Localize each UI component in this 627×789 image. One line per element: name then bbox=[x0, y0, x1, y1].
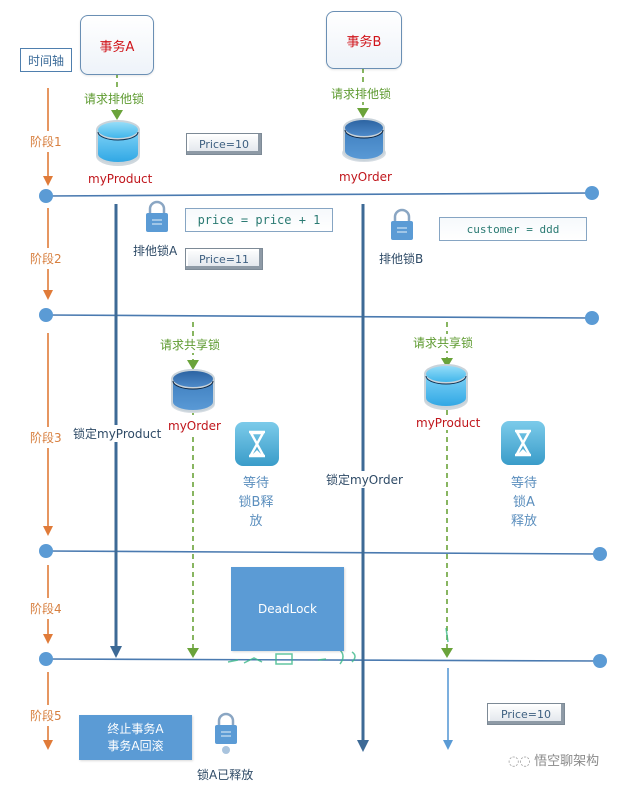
boundary-dot bbox=[585, 311, 599, 325]
price-badge-stage2: Price=11 bbox=[185, 248, 263, 270]
myorder-target-label: myOrder bbox=[168, 419, 221, 433]
boundary-dot bbox=[39, 544, 53, 558]
stage-label-2: 阶段2 bbox=[30, 248, 62, 269]
transaction-a-box: 事务A bbox=[80, 15, 154, 75]
stage-label-3: 阶段3 bbox=[30, 427, 62, 448]
boundary-dots bbox=[39, 186, 607, 668]
myorder-label: myOrder bbox=[339, 170, 392, 184]
a-request-shared-label: 请求共享锁 bbox=[160, 336, 221, 353]
boundary-dot bbox=[593, 654, 607, 668]
myproduct-target-label: myProduct bbox=[416, 416, 481, 430]
wait-text-a: 等待 锁B释 放 bbox=[238, 476, 274, 529]
transaction-a-label: 事务A bbox=[99, 39, 135, 55]
transaction-b-label: 事务B bbox=[346, 34, 382, 50]
hourglass-icon-a bbox=[235, 422, 279, 466]
deadlock-label: DeadLock bbox=[258, 602, 317, 616]
timeline-arrowhead bbox=[43, 526, 53, 536]
abort-line-2: 事务A回滚 bbox=[107, 738, 164, 753]
lock-a-icon bbox=[146, 200, 168, 232]
stage-label-4: 阶段4 bbox=[30, 598, 62, 619]
wechat-icon: ◌◌ bbox=[508, 754, 531, 769]
lock-released-label: 锁A已释放 bbox=[197, 768, 254, 782]
watermark-text: 悟空聊架构 bbox=[534, 754, 600, 769]
wait-text-b: 等待 锁A 释放 bbox=[510, 476, 537, 529]
boundary-dot bbox=[39, 652, 53, 666]
code-box-a: price = price + 1 bbox=[185, 208, 333, 232]
boundary-line-2 bbox=[45, 314, 593, 319]
deadlock-box: DeadLock bbox=[231, 567, 344, 651]
exclusive-lock-b-label: 排他锁B bbox=[379, 252, 424, 266]
stage-label-1: 阶段1 bbox=[30, 131, 62, 152]
lock-b-icon bbox=[391, 208, 413, 240]
boundary-line-1 bbox=[45, 192, 593, 197]
boundary-dot bbox=[585, 186, 599, 200]
b-request-shared-label: 请求共享锁 bbox=[413, 334, 474, 351]
timeline-label: 时间轴 bbox=[20, 48, 72, 72]
boundary-line-3 bbox=[45, 550, 601, 555]
a-request-exclusive-label: 请求排他锁 bbox=[84, 90, 145, 107]
myproduct-db-icon bbox=[96, 120, 140, 166]
request-arrowheads bbox=[111, 108, 453, 658]
watermark: ◌◌ 悟空聊架构 bbox=[508, 750, 599, 769]
abort-line-1: 终止事务A bbox=[107, 721, 164, 736]
myorder-db-icon-stage3 bbox=[171, 369, 215, 413]
hourglass-icon-b bbox=[501, 421, 545, 465]
timeline-arrowhead bbox=[43, 290, 53, 300]
price-badge-stage5: Price=10 bbox=[487, 703, 565, 725]
handwriting-scribble bbox=[227, 627, 449, 665]
boundary-dot bbox=[593, 547, 607, 561]
thread-b-product-arrowhead bbox=[443, 740, 453, 750]
thread-a-arrowhead bbox=[110, 646, 122, 658]
myproduct-label: myProduct bbox=[88, 172, 153, 186]
timeline-arrowhead bbox=[43, 740, 53, 750]
exclusive-lock-a-label: 排他锁A bbox=[133, 244, 178, 258]
abort-transaction-box: 终止事务A 事务A回滚 bbox=[79, 715, 192, 760]
myorder-db-icon bbox=[342, 118, 386, 162]
thread-b-arrowhead bbox=[357, 740, 369, 752]
a-holds-label: 锁定myProduct bbox=[73, 425, 162, 442]
timeline-arrowhead bbox=[43, 634, 53, 644]
timeline-arrowhead bbox=[43, 176, 53, 186]
lock-released-icon bbox=[215, 712, 237, 754]
b-holds-label: 锁定myOrder bbox=[326, 471, 403, 488]
b-request-exclusive-label: 请求排他锁 bbox=[331, 85, 392, 102]
price-badge-stage1: Price=10 bbox=[186, 133, 262, 155]
boundary-dot bbox=[39, 189, 53, 203]
request-arrows bbox=[116, 68, 448, 648]
transaction-b-box: 事务B bbox=[326, 11, 402, 69]
stage-label-5: 阶段5 bbox=[30, 705, 62, 726]
boundary-dot bbox=[39, 308, 53, 322]
timeline-arrows bbox=[43, 88, 53, 750]
code-box-b: customer = ddd bbox=[439, 217, 587, 241]
myproduct-db-icon-stage3 bbox=[424, 364, 468, 410]
